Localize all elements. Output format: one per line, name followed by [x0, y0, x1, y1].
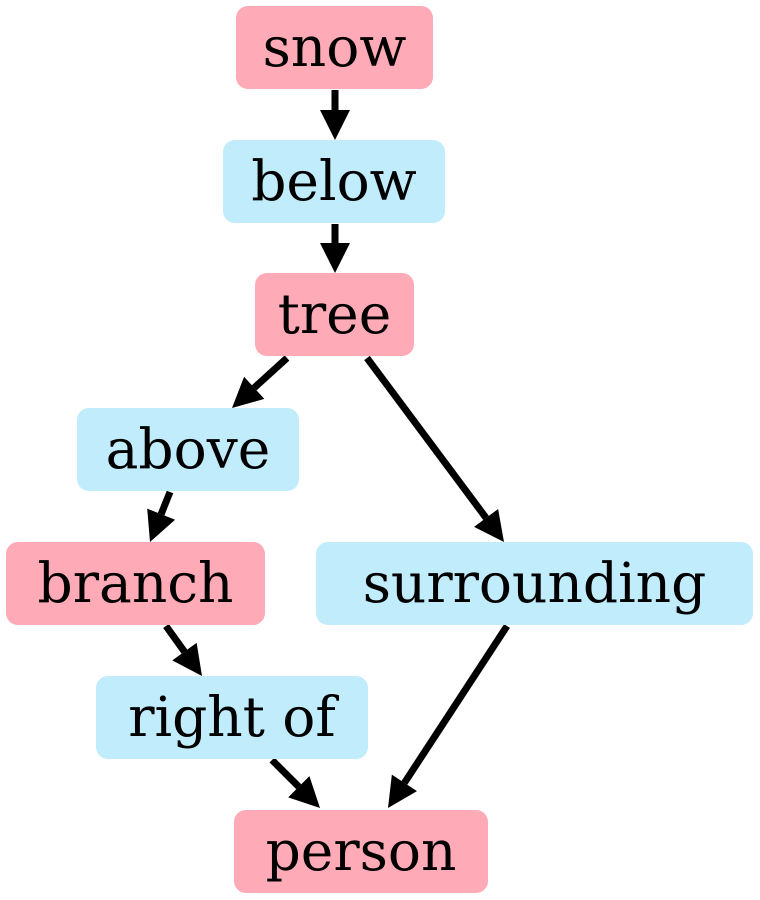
- node-above: above: [77, 408, 299, 491]
- edge-tree-to-surrounding: [364, 355, 489, 521]
- node-below: below: [223, 140, 445, 223]
- node-branch: branch: [6, 542, 265, 625]
- edge-branch-to-right_of: [163, 623, 188, 654]
- arrowhead-surrounding-to-person: [388, 774, 417, 808]
- node-snow: snow: [236, 6, 433, 89]
- arrowhead-below-to-tree: [320, 243, 350, 273]
- edge-above-to-branch: [157, 490, 174, 516]
- arrowhead-snow-to-below: [320, 110, 350, 140]
- arrowhead-above-to-branch: [147, 508, 176, 542]
- node-surrounding: surrounding: [316, 542, 753, 625]
- arrowhead-branch-to-right_of: [172, 642, 202, 676]
- node-person: person: [234, 810, 488, 893]
- node-tree: tree: [255, 273, 414, 356]
- arrowhead-tree-to-above: [232, 376, 265, 408]
- node-right-of: right of: [96, 676, 368, 759]
- arrowhead-right_of-to-person: [288, 776, 320, 808]
- edge-surrounding-to-person: [401, 624, 510, 785]
- arrowhead-tree-to-surrounding: [474, 508, 504, 542]
- edge-right_of-to-person: [269, 757, 302, 790]
- edge-tree-to-above: [251, 355, 290, 391]
